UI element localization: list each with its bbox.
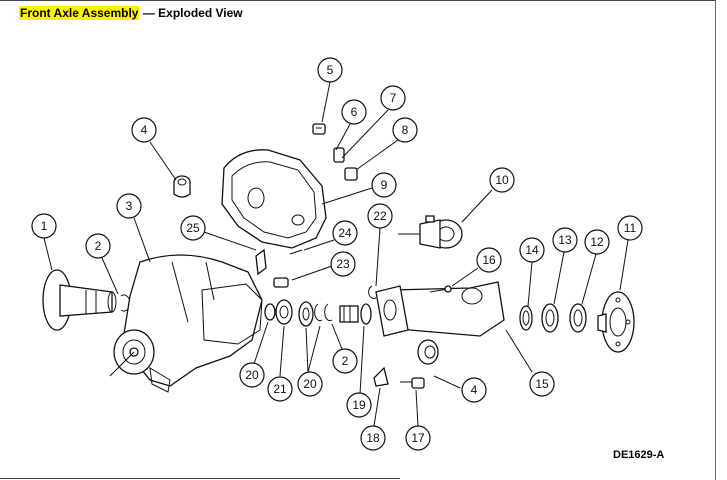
callout-14: 14	[519, 237, 545, 263]
callout-1: 1	[31, 213, 57, 239]
svg-text:10: 10	[495, 173, 509, 187]
title-subtitle: — Exploded View	[142, 6, 243, 20]
part-differential-cover	[221, 149, 327, 249]
part-bearing-14	[519, 305, 533, 331]
title-highlighted: Front Axle Assembly	[19, 6, 140, 20]
callout-9: 9	[371, 172, 397, 198]
part-axle-tube	[375, 281, 505, 337]
svg-text:15: 15	[535, 377, 549, 391]
callout-5: 5	[317, 57, 343, 83]
svg-text:16: 16	[482, 253, 496, 267]
part-axle-flange-left	[42, 269, 117, 331]
part-shift-motor	[398, 215, 463, 249]
svg-text:4: 4	[141, 123, 148, 137]
callout-25: 25	[180, 215, 206, 241]
svg-text:18: 18	[366, 431, 380, 445]
callout-11: 11	[617, 215, 643, 241]
part-ring-22	[368, 285, 377, 299]
svg-text:7: 7	[390, 91, 397, 105]
callout-20-left: 20	[239, 362, 265, 388]
callout-21: 21	[267, 376, 293, 402]
part-pin-25	[255, 248, 267, 276]
svg-text:3: 3	[126, 199, 133, 213]
svg-text:1: 1	[41, 219, 48, 233]
svg-text:22: 22	[373, 209, 387, 223]
callout-8: 8	[392, 117, 418, 143]
callout-12: 12	[584, 229, 610, 255]
svg-text:14: 14	[525, 243, 539, 257]
callout-24: 24	[332, 220, 358, 246]
svg-text:5: 5	[327, 63, 334, 77]
callout-22: 22	[367, 203, 393, 229]
svg-text:2: 2	[342, 354, 349, 368]
svg-text:23: 23	[336, 257, 350, 271]
svg-text:19: 19	[352, 398, 366, 412]
page-frame-right	[715, 0, 716, 480]
part-bushing-upper	[173, 175, 191, 198]
part-shaft-19a	[339, 305, 359, 323]
part-bracket-18	[373, 366, 389, 387]
svg-text:20: 20	[303, 377, 317, 391]
part-fill-plug-5	[312, 123, 326, 135]
part-gear-20-right	[298, 301, 314, 327]
callout-17: 17	[405, 425, 431, 451]
part-vent-6	[333, 147, 345, 163]
callout-2-center: 2	[332, 348, 358, 374]
svg-text:6: 6	[351, 105, 358, 119]
svg-text:4: 4	[471, 383, 478, 397]
part-spring-24	[289, 249, 303, 255]
part-gear-21	[275, 299, 293, 325]
svg-text:13: 13	[558, 233, 572, 247]
svg-text:11: 11	[624, 221, 637, 235]
svg-text:12: 12	[590, 235, 604, 249]
svg-text:17: 17	[411, 431, 425, 445]
svg-text:8: 8	[402, 123, 409, 137]
callout-6: 6	[341, 99, 367, 125]
part-collar-20-left	[264, 303, 276, 321]
svg-text:25: 25	[186, 221, 200, 235]
part-seal-12	[569, 303, 587, 333]
callout-3: 3	[116, 193, 142, 219]
svg-text:20: 20	[245, 368, 259, 382]
part-bolt-17	[400, 377, 425, 389]
part-clip-2-center	[314, 303, 333, 322]
svg-text:2: 2	[95, 239, 102, 253]
part-axle-flange-right	[597, 291, 635, 353]
callout-16: 16	[476, 247, 502, 273]
callout-19: 19	[346, 392, 372, 418]
callout-20-right: 20	[297, 371, 323, 397]
svg-text:9: 9	[381, 178, 388, 192]
callout-7: 7	[380, 85, 406, 111]
part-differential-housing	[113, 254, 263, 393]
callout-18: 18	[360, 425, 386, 451]
part-plug-23	[273, 277, 289, 288]
callout-4-lower: 4	[461, 377, 487, 403]
part-plug-8	[344, 167, 358, 181]
page-frame-top	[0, 0, 715, 1]
svg-text:21: 21	[273, 382, 287, 396]
page-frame-bottom	[0, 478, 400, 479]
leader-lines	[43, 81, 629, 427]
part-bushing-lower	[417, 339, 439, 365]
part-seal-13	[541, 303, 559, 333]
drawing-code: DE1629-A	[613, 449, 665, 461]
part-bearing-19	[360, 303, 372, 325]
callout-15: 15	[529, 371, 555, 397]
svg-text:24: 24	[338, 226, 352, 240]
callout-13: 13	[552, 227, 578, 253]
callout-2-left: 2	[85, 233, 111, 259]
page-title: Front Axle Assembly — Exploded View	[19, 6, 243, 20]
callout-23: 23	[330, 251, 356, 277]
part-pin-16	[429, 285, 455, 293]
callout-10: 10	[489, 167, 515, 193]
callout-4-upper: 4	[131, 117, 157, 143]
